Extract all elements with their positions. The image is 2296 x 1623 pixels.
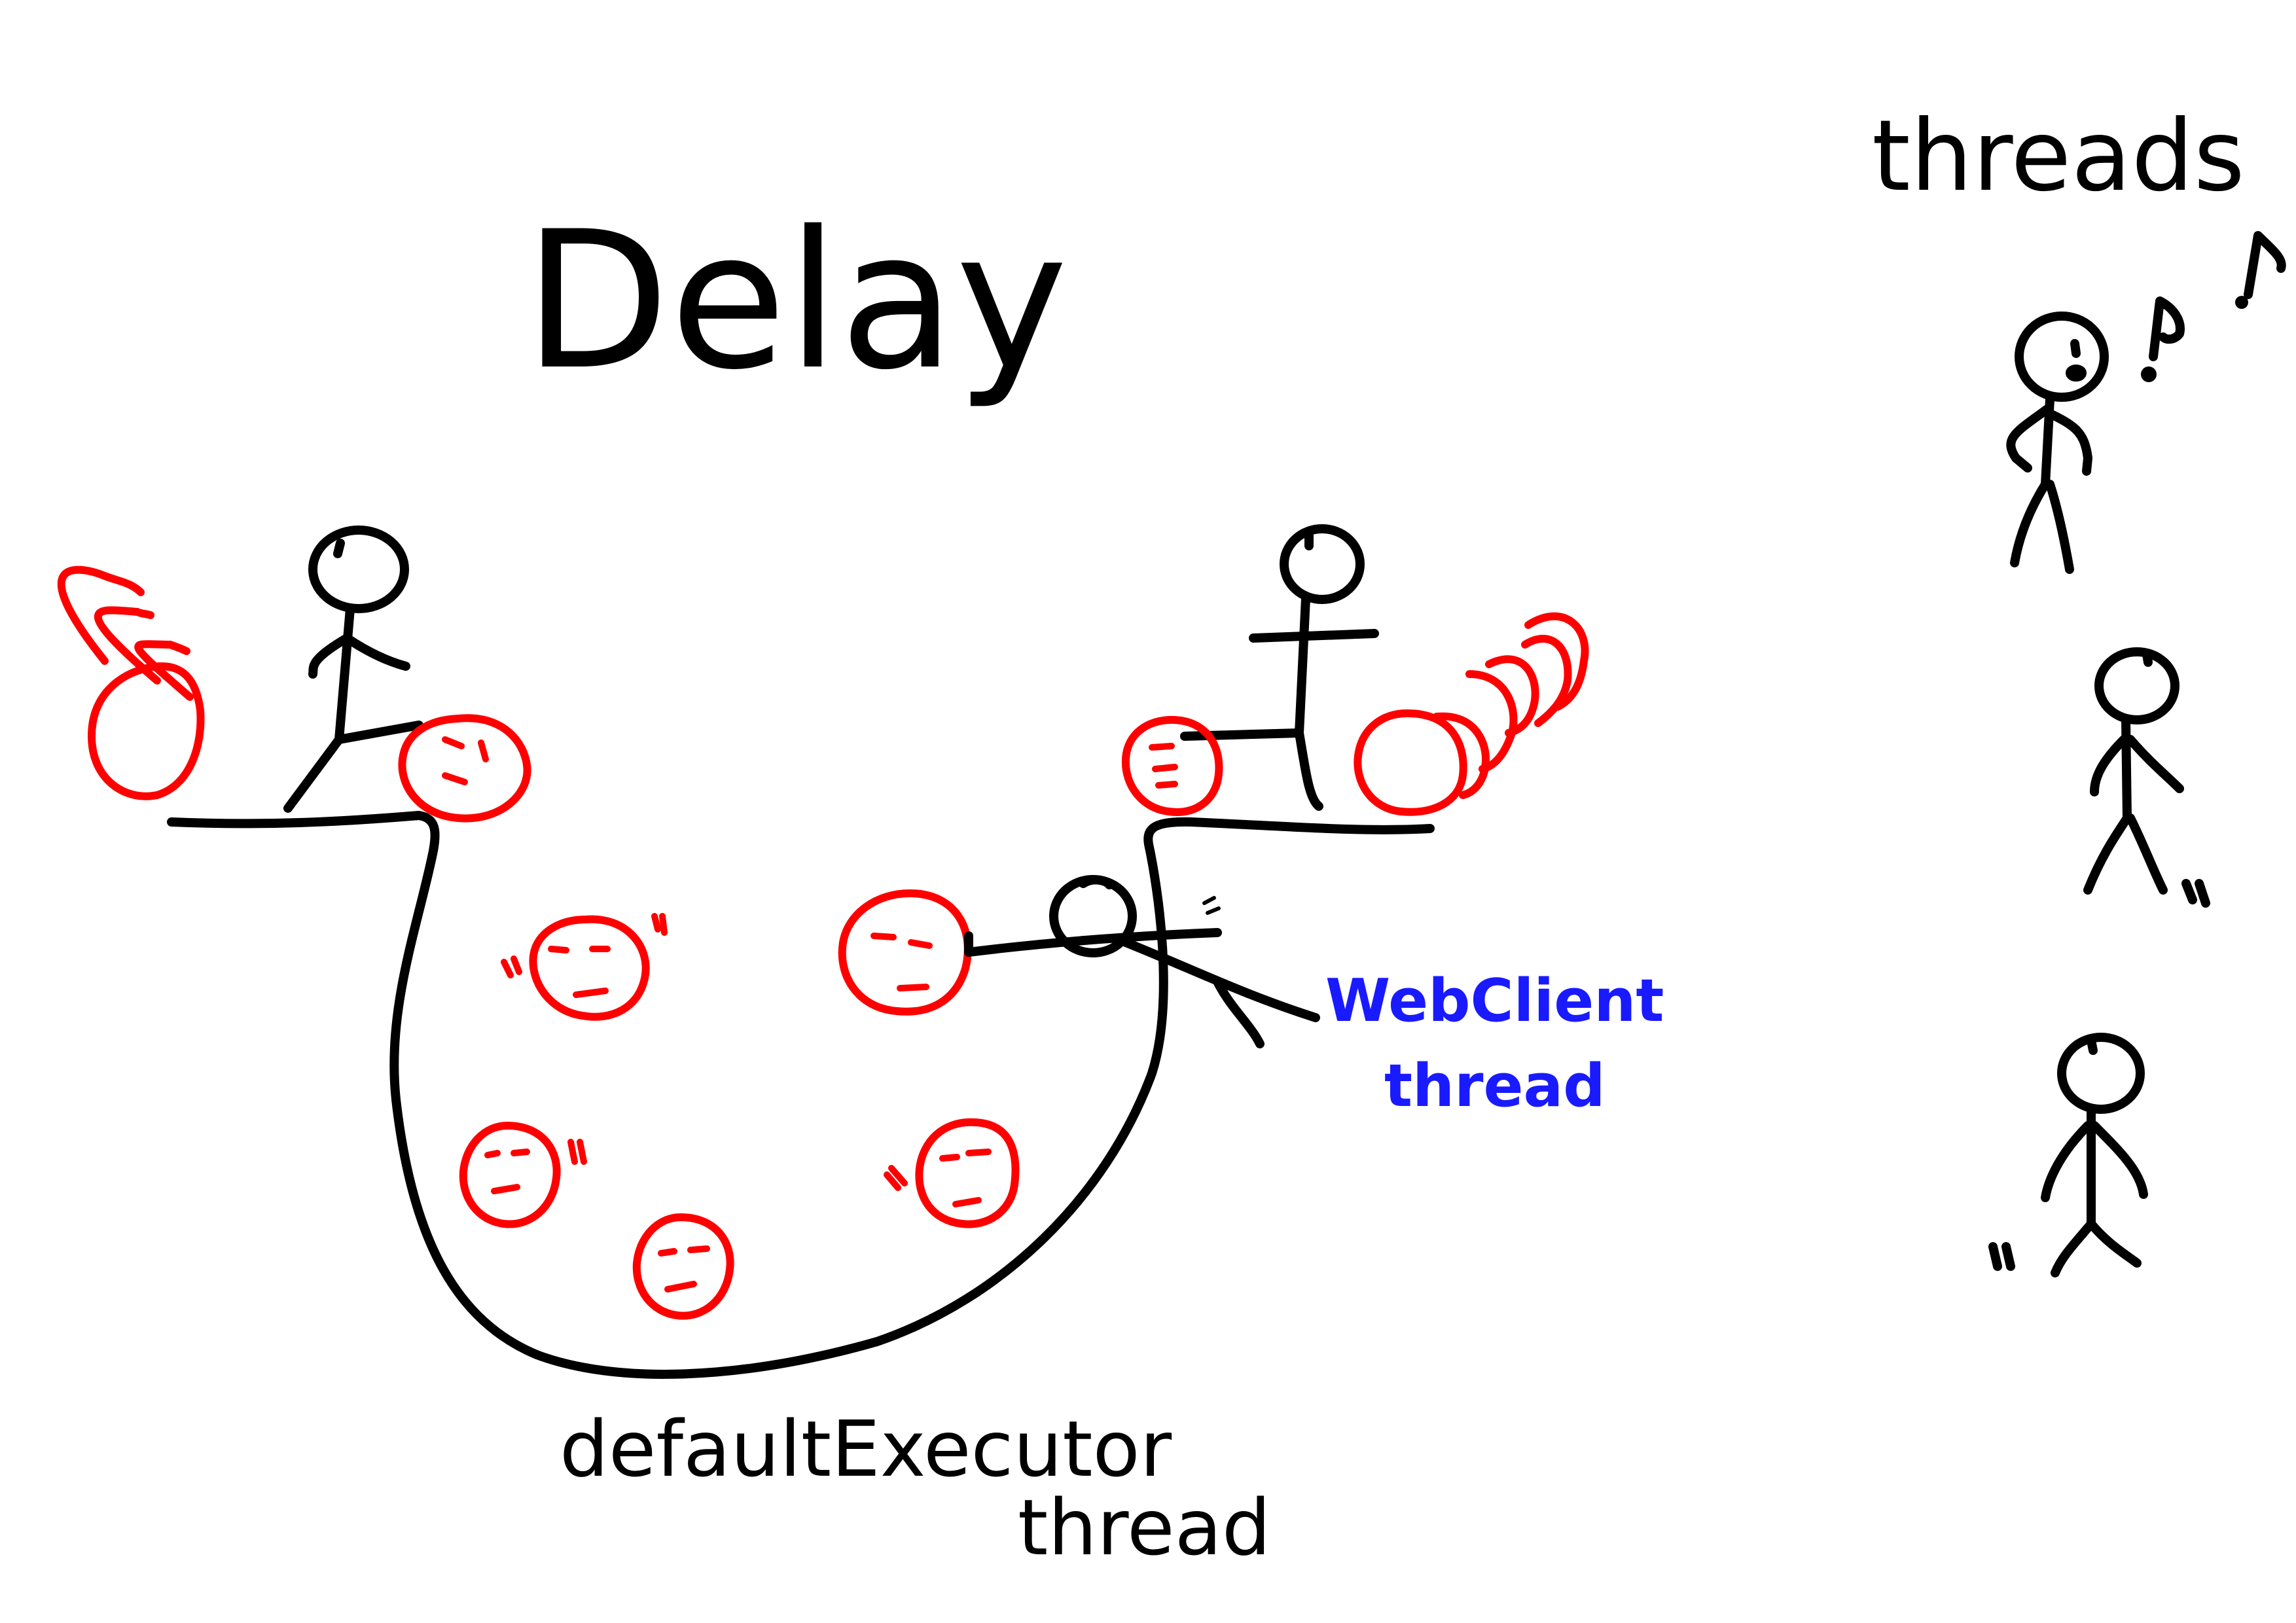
idle-thread-figure-3-icon [1988,1033,2148,1277]
right-coroutine-queue [1354,612,1589,816]
resuming-coroutine-face-icon [838,889,972,1016]
default-executor-thread-label: defaultExecutor thread [560,1404,1271,1573]
left-coroutine-face-icon [88,662,205,800]
sleeping-coroutine-4-face-icon [884,1118,1020,1228]
webclient-label-line1: WebClient [1325,967,1664,1035]
exiting-coroutine-face-icon [1121,716,1223,816]
left-stick-figure-icon [283,526,423,813]
idle-thread-figure-1-icon [2006,231,2286,574]
diagram-title: Delay [524,191,1068,412]
executor-label-line1: defaultExecutor [560,1404,1172,1494]
webclient-stick-figure-icon [964,875,1320,1048]
delay-pit-track [167,811,1435,1379]
music-note-icon [2149,296,2185,361]
right-stick-figure-icon [1180,524,1379,811]
webclient-label-line2: thread [1384,1052,1605,1120]
entering-coroutine-face-icon [398,714,531,823]
left-coroutine-queue [57,565,205,800]
sleeping-coroutine-2-face-icon [459,1122,587,1228]
sleeping-coroutine-3-face-icon [632,1213,734,1320]
executor-label-line2: thread [1018,1482,1271,1573]
right-coroutine-face-icon [1354,709,1467,816]
sleeping-coroutine-1-face-icon [501,913,668,1021]
webclient-thread-label: WebClient thread [1325,967,1664,1120]
threads-label: threads [1872,99,2245,213]
idle-thread-figure-2-icon [2083,647,2210,908]
